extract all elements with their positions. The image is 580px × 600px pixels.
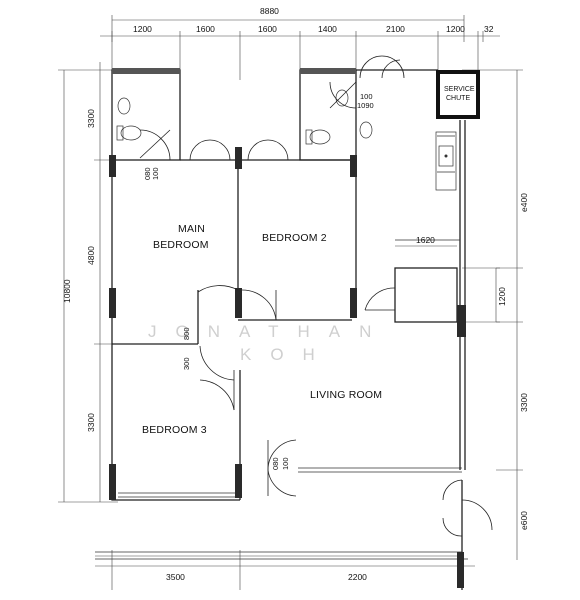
dim-door-080b: 080: [271, 457, 280, 470]
dim-top-1400: 1400: [318, 24, 337, 34]
bathroom-fixtures: [116, 89, 373, 145]
dim-inner-1620: 1620: [416, 235, 435, 245]
main-bedroom-label-line1: MAIN: [178, 223, 205, 235]
dim-door-080: 080: [143, 167, 152, 180]
dim-inner-800: 800: [182, 327, 191, 340]
room-labels: MAIN BEDROOM BEDROOM 2 BEDROOM 3 LIVING …: [142, 223, 382, 436]
dim-top-32: 32: [484, 24, 494, 34]
watermark-line2: KOH: [240, 345, 334, 364]
service-chute: SERVICE CHUTE: [436, 70, 480, 119]
dim-door-100-top: 100: [360, 92, 373, 101]
dim-door-1090: 1090: [357, 101, 374, 110]
dim-overall-width: 8880: [260, 6, 279, 16]
watermark: JONATHAN KOH: [148, 322, 390, 364]
dim-door-100-left: 100: [151, 167, 160, 180]
dim-left-3300a: 3300: [86, 109, 96, 128]
watermark-line1: JONATHAN: [148, 322, 390, 341]
dim-left-10800: 10800: [62, 279, 72, 303]
living-room-label: LIVING ROOM: [310, 389, 382, 401]
dim-right-e400: e400: [519, 193, 529, 212]
bedroom-3-label: BEDROOM 3: [142, 424, 207, 436]
bedroom-2-label: BEDROOM 2: [262, 232, 327, 244]
dim-left-3300b: 3300: [86, 413, 96, 432]
dim-top-1600b: 1600: [258, 24, 277, 34]
service-chute-label-line1: SERVICE: [444, 86, 475, 93]
service-chute-label-line2: CHUTE: [446, 95, 470, 102]
bottom-dimensions: 3500 2200: [95, 550, 475, 590]
right-dimensions: e400 1200 3300 e600: [462, 69, 529, 560]
inner-dimensions: 1620 800 300 100 1090 080 100 080 100: [143, 92, 457, 470]
main-bedroom-label-line2: BEDROOM: [153, 239, 209, 251]
dim-right-e600: e600: [519, 511, 529, 530]
dim-top-1600a: 1600: [196, 24, 215, 34]
doors: [139, 55, 493, 537]
dim-top-1200b: 1200: [446, 24, 465, 34]
dim-top-2100: 2100: [386, 24, 405, 34]
dim-right-3300: 3300: [519, 393, 529, 412]
dim-inner-300: 300: [182, 357, 191, 370]
left-dimensions: 10800 3300 4800 3300: [58, 62, 118, 503]
dim-left-4800: 4800: [86, 246, 96, 265]
dim-door-100-bottom: 100: [281, 457, 290, 470]
dim-bottom-2200: 2200: [348, 572, 367, 582]
dim-right-1200: 1200: [497, 287, 507, 306]
dim-bottom-3500: 3500: [166, 572, 185, 582]
dim-top-1200a: 1200: [133, 24, 152, 34]
kitchen-sink: [435, 131, 457, 191]
structural-columns: [109, 147, 466, 588]
